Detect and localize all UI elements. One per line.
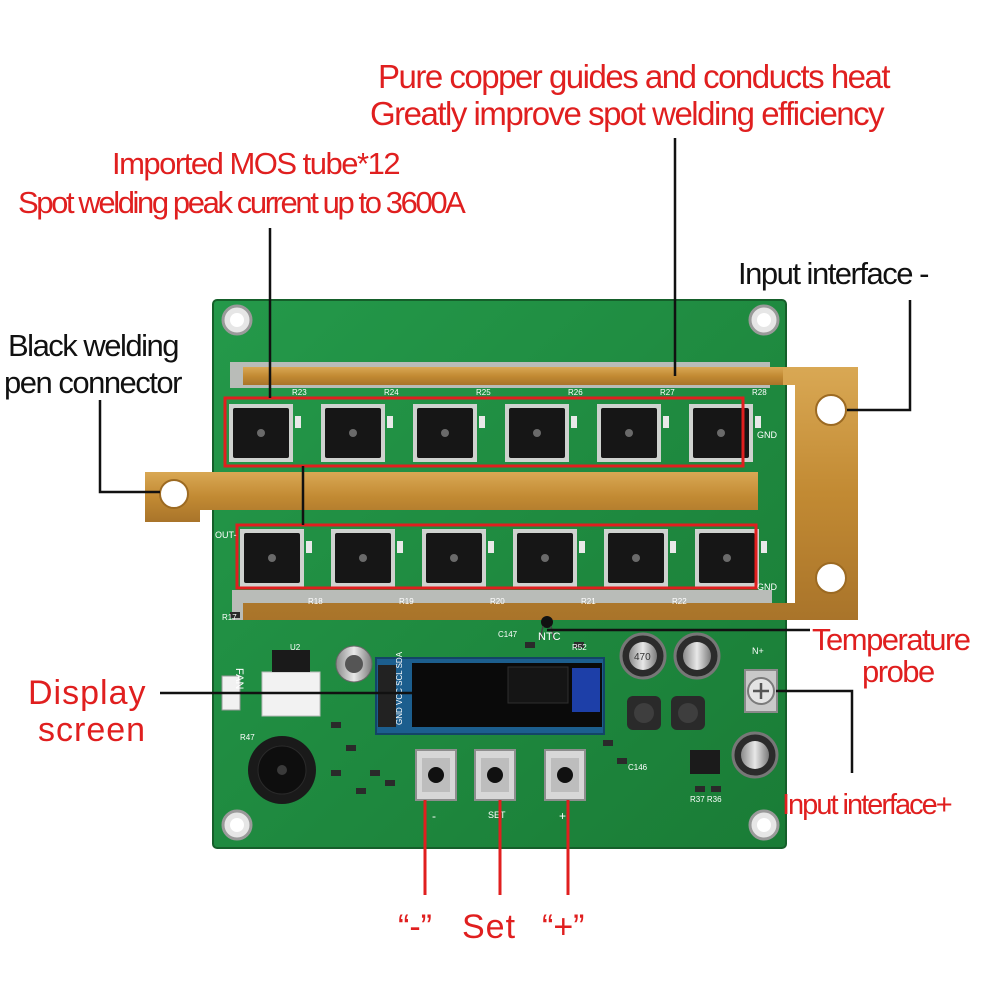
label-mos-line2: Spot welding peak current up to 3600A xyxy=(18,185,466,220)
regulator-chip xyxy=(690,750,720,774)
silk-out: OUT- xyxy=(215,530,237,540)
silk-fan: FAN xyxy=(233,668,245,689)
small-capacitor xyxy=(335,645,373,683)
resistor-ref: R24 xyxy=(384,388,399,397)
refs-bottom-row: R18 R19 R20 R21 R22 xyxy=(308,597,687,606)
mos-tube xyxy=(321,404,393,462)
label-pen-line2: pen connector xyxy=(4,365,182,400)
resistor-ref: R19 xyxy=(399,597,414,606)
label-mos-line1: Imported MOS tube*12 xyxy=(112,146,401,181)
mos-highlight-top xyxy=(223,396,745,468)
mos-tube-row-top xyxy=(229,404,761,462)
resistor-ref: R21 xyxy=(581,597,596,606)
mos-tube xyxy=(229,404,301,462)
mos-tube xyxy=(597,404,669,462)
refs-top-row: R23 R24 R25 R26 R27 R28 xyxy=(292,388,767,397)
mos-highlight-bottom xyxy=(235,523,758,590)
silk-ntc: NTC xyxy=(538,631,561,643)
label-copper-line1: Pure copper guides and conducts heat xyxy=(378,58,891,95)
resistor-ref: R18 xyxy=(308,597,323,606)
silk-r52: R52 xyxy=(572,643,587,652)
resistor-ref: R25 xyxy=(476,388,491,397)
silkscreen-labels: R23 R24 R25 R26 R27 R28 R18 R19 R20 R21 R22 GND G… xyxy=(215,388,778,823)
mos-tube xyxy=(331,529,403,587)
button-minus[interactable] xyxy=(415,749,457,801)
label-pen-line1: Black welding xyxy=(8,328,180,363)
resistor-ref: R23 xyxy=(292,388,307,397)
silk-set: SET xyxy=(488,810,506,820)
label-copper-line2: Greatly improve spot welding efficiency xyxy=(370,95,885,132)
silk-gnd-bottom: GND xyxy=(757,582,778,592)
resistor-ref: R20 xyxy=(490,597,505,606)
electrolytic-capacitors: 470 xyxy=(619,632,779,779)
input-plus-terminal xyxy=(744,669,778,713)
capacitor-marking: 470 xyxy=(634,652,651,663)
label-button-plus: “+” xyxy=(542,908,585,946)
mos-tube xyxy=(604,529,676,587)
inductors xyxy=(627,696,705,730)
silk-r37-r36: R37 R36 xyxy=(690,795,722,804)
button-set[interactable] xyxy=(474,749,516,801)
label-temp-line1: Temperature xyxy=(812,622,971,657)
resistor-ref: R26 xyxy=(568,388,583,397)
silk-gnd-top: GND xyxy=(757,430,778,440)
silk-minus: - xyxy=(432,809,436,823)
leader-input-plus xyxy=(776,689,854,773)
copper-bracket-right xyxy=(243,367,858,620)
leader-pen xyxy=(98,400,160,494)
silk-plus: + xyxy=(559,809,566,823)
label-button-minus: “-” xyxy=(398,908,432,946)
mos-tube xyxy=(695,529,767,587)
mos-tube xyxy=(689,404,761,462)
leader-lines xyxy=(98,138,912,773)
mos-tube xyxy=(413,404,485,462)
smd-components xyxy=(230,612,721,794)
label-display-line1: Display xyxy=(28,674,147,712)
silk-c147: C147 xyxy=(498,630,518,639)
button-plus[interactable] xyxy=(544,749,586,801)
label-input-minus: Input interface - xyxy=(738,256,929,291)
resistor-ref: R22 xyxy=(672,597,687,606)
copper-strip-pen xyxy=(145,472,758,522)
label-input-plus: Input interface+ xyxy=(782,789,953,821)
resistor-ref: R27 xyxy=(660,388,675,397)
display-pin-labels: GND VCC SCL SDA xyxy=(395,651,404,725)
silk-c146: C146 xyxy=(628,763,648,772)
silk-n-plus: N+ xyxy=(752,646,764,656)
label-button-set: Set xyxy=(462,908,517,946)
mos-tube xyxy=(422,529,494,587)
mounting-holes xyxy=(221,304,780,841)
leader-input-minus xyxy=(847,300,912,412)
mos-tube xyxy=(513,529,585,587)
oled-module: GND VCC SCL SDA xyxy=(375,651,605,735)
button-leader-lines xyxy=(423,800,570,895)
label-temp-line2: probe xyxy=(862,654,935,689)
temperature-probe-sensor xyxy=(539,616,555,641)
copper-bar-top xyxy=(243,367,783,385)
silk-r17: R17 xyxy=(222,613,237,622)
mos-tube xyxy=(505,404,577,462)
label-display-line2: screen xyxy=(38,711,147,749)
mos-tube xyxy=(240,529,312,587)
silk-u2: U2 xyxy=(290,643,301,652)
resistor-ref: R28 xyxy=(752,388,767,397)
silk-r47: R47 xyxy=(240,733,255,742)
mos-tube-row-bottom xyxy=(240,529,767,587)
buzzer xyxy=(248,736,316,804)
